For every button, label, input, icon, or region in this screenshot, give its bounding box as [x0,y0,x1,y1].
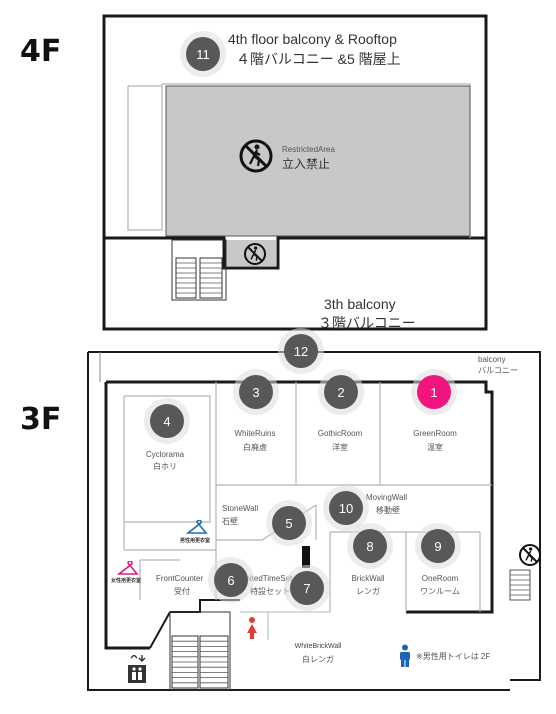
hanger-icon [186,520,208,534]
no-entry-icon [239,139,273,173]
hanger-icon [117,561,139,575]
no-entry-icon [519,544,541,566]
room-label-moving-wall-en: MovingWall [366,493,408,502]
location-pin-11[interactable]: 11 [186,37,220,71]
room-label-stone-wall-jp: 石壁 [222,517,238,526]
room-label-moving-wall-jp: 移動壁 [376,506,400,515]
room-label-gothic-en: GothicRoom [317,429,363,438]
balcony-jp: バルコニー [478,366,518,375]
room-label-limited-time-set-jp: 特設セット [250,587,290,596]
third-balcony-jp: ３階バルコニー [318,315,416,331]
elevator-icon [128,655,146,683]
room-label-white-ruins-en: WhiteRuins [234,429,276,438]
location-pin-2[interactable]: 2 [324,375,358,409]
room-label-front-counter-jp: 受付 [174,587,190,596]
balcony-en: balcony [478,355,506,364]
floor4-staircase [171,239,227,301]
third-balcony-en: 3th balcony [324,296,396,312]
room-label-gothic-jp: 洋室 [332,443,348,452]
floor-label-3f: 3F [20,402,62,437]
restricted-jp: 立入禁止 [282,157,331,171]
floor3-outer-outline [88,351,541,681]
location-pin-8[interactable]: 8 [353,529,387,563]
location-pin-1[interactable]: 1 [417,375,451,409]
men-toilet-icon [400,644,410,667]
location-pin-10[interactable]: 10 [329,491,363,525]
moving-wall-bar [302,546,310,568]
room-label-cyclorama-en: Cyclorama [145,450,185,459]
women-dressing-room-label: 女性用更衣室 [111,578,142,584]
floor4-upper-block [104,236,486,270]
room-label-one-room-jp: ワンルーム [420,587,460,596]
floor3-bottom-stairs [169,611,231,691]
room-label-stone-wall-en: StoneWall [222,504,259,513]
no-entry-icon [244,243,266,265]
room-label-white-ruins-jp: 白廃虚 [243,443,267,452]
floor4-outline [102,14,488,331]
floor-label-4f: 4F [20,34,62,69]
room-label-cyclorama-jp: 白ホリ [153,462,177,471]
location-pin-9[interactable]: 9 [421,529,455,563]
room-partitions [123,382,492,612]
restricted-area [165,85,471,237]
room-label-front-counter-en: FrontCounter [156,574,204,583]
men-dressing-room-label: 男性用更衣室 [180,538,211,544]
room-label-brick-wall-en: BrickWall [351,574,385,583]
room-label-limited-time-set-en: LimitedTimeSet [237,574,293,583]
room-label-green-jp: 温室 [427,443,443,452]
balcony-rooftop-jp: ４階バルコニー &5 階屋上 [236,51,401,67]
floor3-inner-walls [104,382,150,650]
balcony-rooftop-en: 4th floor balcony & Rooftop [228,31,397,47]
location-pin-4[interactable]: 4 [150,404,184,438]
location-pin-3[interactable]: 3 [239,375,273,409]
location-pin-6[interactable]: 6 [214,563,248,597]
room-label-white-brick-wall-jp: 白レンガ [302,655,334,664]
room-label-white-brick-wall-en: WhiteBrickWall [294,643,342,650]
location-pin-7[interactable]: 7 [290,571,324,605]
room-label-one-room-en: OneRoom [421,574,459,583]
location-pin-5[interactable]: 5 [272,506,306,540]
room-label-brick-wall-jp: レンガ [356,587,380,596]
women-toilet-icon [247,617,257,639]
floor4-inner-walls [127,85,163,231]
men-toilet-note: ※男性用トイレは 2F [416,652,491,661]
restricted-en: RestrictedArea [282,145,335,154]
location-pin-12[interactable]: 12 [284,334,318,368]
room-label-green-en: GreenRoom [413,429,457,438]
